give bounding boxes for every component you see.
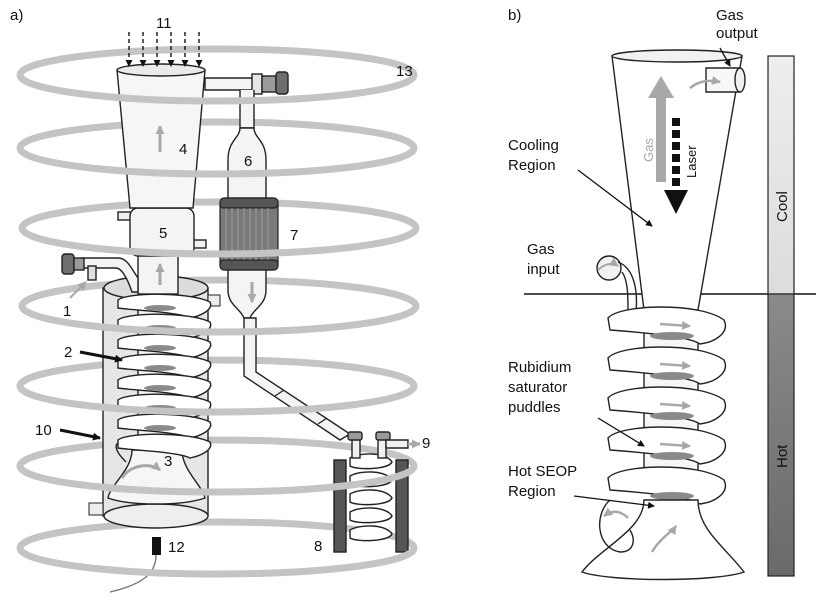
tube-joints [274, 389, 328, 425]
freezing-jacket [219, 197, 279, 271]
callout-3: 3 [164, 453, 172, 470]
panel-b: b) Cool Hot Gas [508, 7, 816, 581]
hot-bar-segment [767, 293, 795, 577]
label-hot-seop-2: Region [508, 483, 556, 500]
label-cooling-2: Region [508, 157, 556, 174]
b-laser-arrow-label: Laser [684, 145, 699, 178]
inlet-valve [61, 253, 139, 293]
cool-bar-segment [767, 55, 795, 295]
b-helix-flow-arrows [659, 320, 691, 450]
label-rubidium-2: saturator [508, 379, 567, 396]
laser-beam-arrows [125, 32, 203, 67]
callout-7: 7 [290, 227, 298, 244]
label-rubidium-3: puddles [508, 399, 561, 416]
callout-6: 6 [244, 153, 252, 170]
b-laser-arrow: Laser [664, 118, 699, 214]
b-gas-arrow: Gas [641, 76, 674, 182]
callout-13: 13 [396, 63, 413, 80]
callout-1: 1 [63, 303, 71, 320]
b-bottom-flow-arrow-1 [603, 507, 629, 519]
label-gas-output-2: output [716, 25, 759, 42]
label-rubidium-1: Rubidium [508, 359, 571, 376]
callout-5: 5 [159, 225, 167, 242]
callout-9: 9 [422, 435, 430, 452]
b-labels: Gas output Cooling Region Gas input Rubi… [508, 7, 759, 500]
sensor-probe [109, 537, 161, 593]
callout-12: 12 [168, 539, 185, 556]
cold-finger [333, 431, 409, 553]
coil-rings-back [16, 45, 420, 549]
b-bottom-inlet-loop [598, 499, 634, 553]
callout-11: 11 [156, 15, 172, 32]
panel-b-label: b) [508, 7, 521, 24]
label-gas-output-1: Gas [716, 7, 744, 24]
label-gas-input-2: input [527, 261, 560, 278]
b-gas-arrow-label: Gas [641, 138, 656, 162]
cell-neck [137, 251, 179, 295]
b-callout-arrows [573, 47, 731, 509]
callout-10: 10 [35, 422, 52, 439]
coil-rings-front [16, 74, 420, 578]
callout-2: 2 [64, 344, 72, 361]
bar-label-hot: Hot [774, 444, 791, 468]
temperature-bar: Cool Hot [767, 55, 795, 577]
flow-arrow-bottom [120, 461, 161, 479]
bar-label-cool: Cool [774, 191, 791, 222]
callout-8: 8 [314, 538, 322, 555]
transfer-tube [243, 317, 352, 441]
callout-labels: 1 2 3 4 5 6 7 8 9 10 11 12 13 [35, 15, 430, 556]
callout-4: 4 [179, 141, 187, 158]
label-cooling-1: Cooling [508, 137, 559, 154]
b-bottom-flow-arrow-2 [650, 525, 678, 553]
label-gas-input-1: Gas [527, 241, 555, 258]
b-output-flow-arrow [689, 76, 721, 89]
b-input-flow-arrow [597, 257, 619, 271]
label-hot-seop-1: Hot SEOP [508, 463, 577, 480]
panel-a-label: a) [10, 7, 23, 24]
panel-a: a) [10, 7, 430, 593]
b-gas-output-tube [705, 67, 746, 93]
callout-arrows [59, 281, 123, 441]
